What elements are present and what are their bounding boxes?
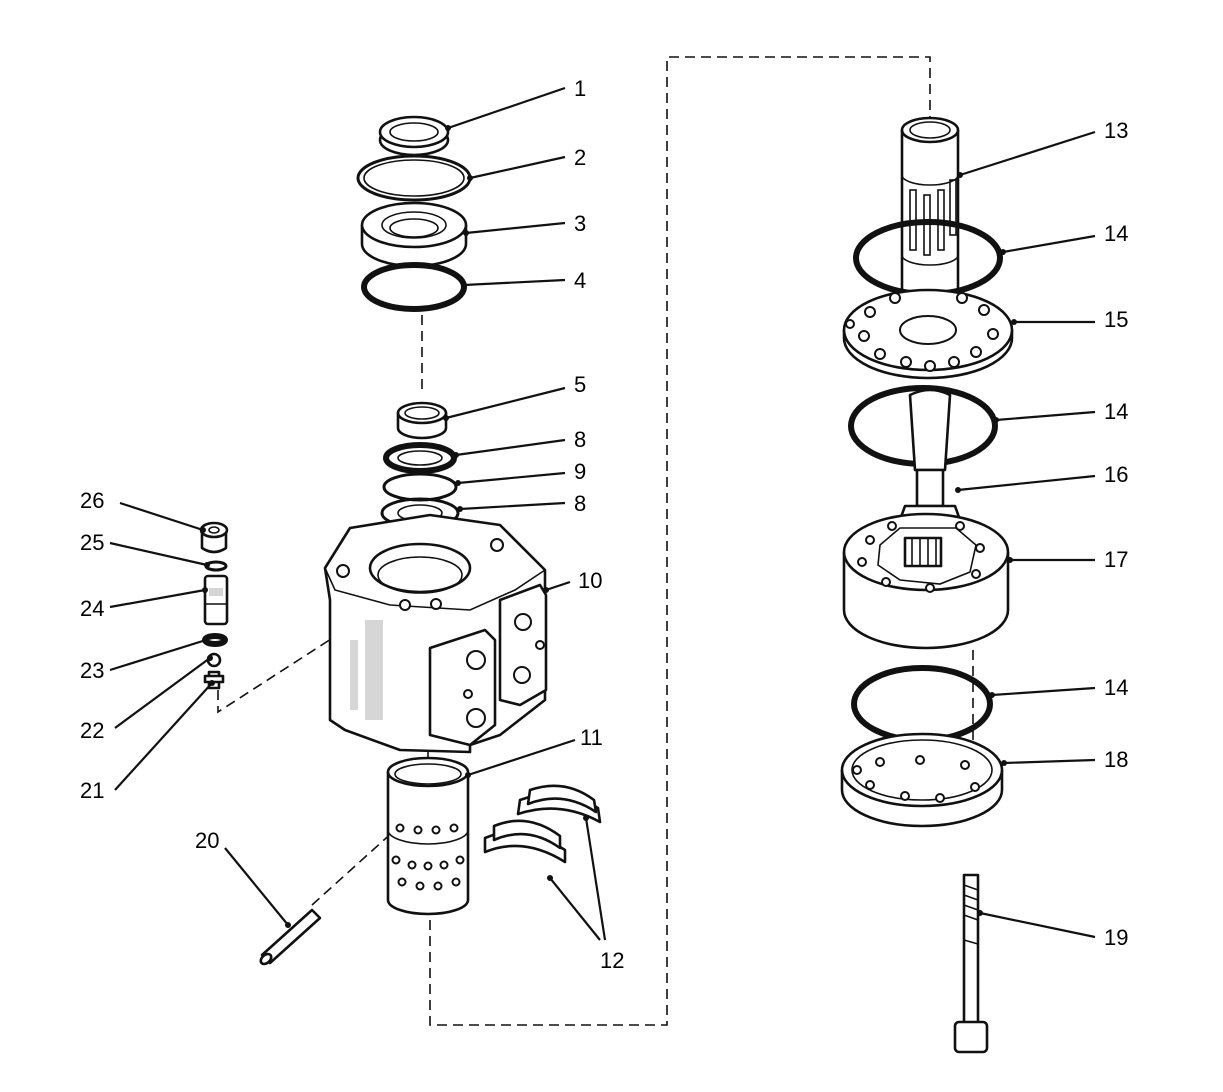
callout-3: 3 xyxy=(574,211,586,236)
part-9-thrust-bearing xyxy=(382,472,458,502)
callout-18: 18 xyxy=(1104,747,1128,772)
part-13-spool xyxy=(900,116,960,302)
leader-lines xyxy=(109,86,1096,941)
part-1-ring xyxy=(378,115,450,157)
callout-labels: 1 2 3 4 5 8 9 8 10 11 12 13 14 15 14 16 … xyxy=(80,76,1128,973)
callout-24: 24 xyxy=(80,596,104,621)
part-24-valve-cartridge xyxy=(203,574,229,626)
callout-5: 5 xyxy=(574,372,586,397)
callout-14-bottom: 14 xyxy=(1104,675,1128,700)
part-21-insert xyxy=(203,670,225,690)
part-19-cap-screw xyxy=(953,873,989,1054)
callout-2: 2 xyxy=(574,145,586,170)
part-20-pin xyxy=(259,908,322,966)
valve-axis-line xyxy=(217,587,411,714)
part-11-sleeve xyxy=(386,756,470,916)
part-2-oring xyxy=(356,154,472,202)
callout-8-upper: 8 xyxy=(574,427,586,452)
callout-10: 10 xyxy=(578,568,602,593)
part-10-housing xyxy=(323,513,548,754)
part-16-drive xyxy=(898,388,962,522)
part-17-gerotor xyxy=(842,512,1010,650)
callout-15: 15 xyxy=(1104,307,1128,332)
callout-25: 25 xyxy=(80,530,104,555)
callout-1: 1 xyxy=(574,76,586,101)
part-3-seal-housing xyxy=(360,201,468,268)
part-26-plug xyxy=(199,521,229,554)
callout-4: 4 xyxy=(574,268,586,293)
part-5-bushing xyxy=(396,401,448,440)
callout-17: 17 xyxy=(1104,547,1128,572)
callout-14-top: 14 xyxy=(1104,221,1128,246)
callout-21: 21 xyxy=(80,778,104,803)
part-15-spacer-plate xyxy=(842,288,1014,380)
callout-19: 19 xyxy=(1104,925,1128,950)
part-4-oring xyxy=(361,262,467,312)
callout-11: 11 xyxy=(580,725,603,750)
callout-26: 26 xyxy=(80,488,104,513)
callout-8-lower: 8 xyxy=(574,491,586,516)
part-18-end-cap xyxy=(840,732,1004,828)
pin-axis-line xyxy=(311,829,396,906)
callout-23: 23 xyxy=(80,658,104,683)
callout-20: 20 xyxy=(195,828,219,853)
callout-9: 9 xyxy=(574,459,586,484)
callout-22: 22 xyxy=(80,718,104,743)
callout-16: 16 xyxy=(1104,462,1128,487)
callout-12: 12 xyxy=(600,948,624,973)
callout-13: 13 xyxy=(1104,118,1128,143)
part-8-washer-upper xyxy=(383,442,457,474)
callout-14-middle: 14 xyxy=(1104,399,1128,424)
assembly-path-line xyxy=(429,56,931,1026)
part-12-centering-springs xyxy=(483,784,602,864)
part-14-seal-ring-bottom xyxy=(851,665,993,743)
